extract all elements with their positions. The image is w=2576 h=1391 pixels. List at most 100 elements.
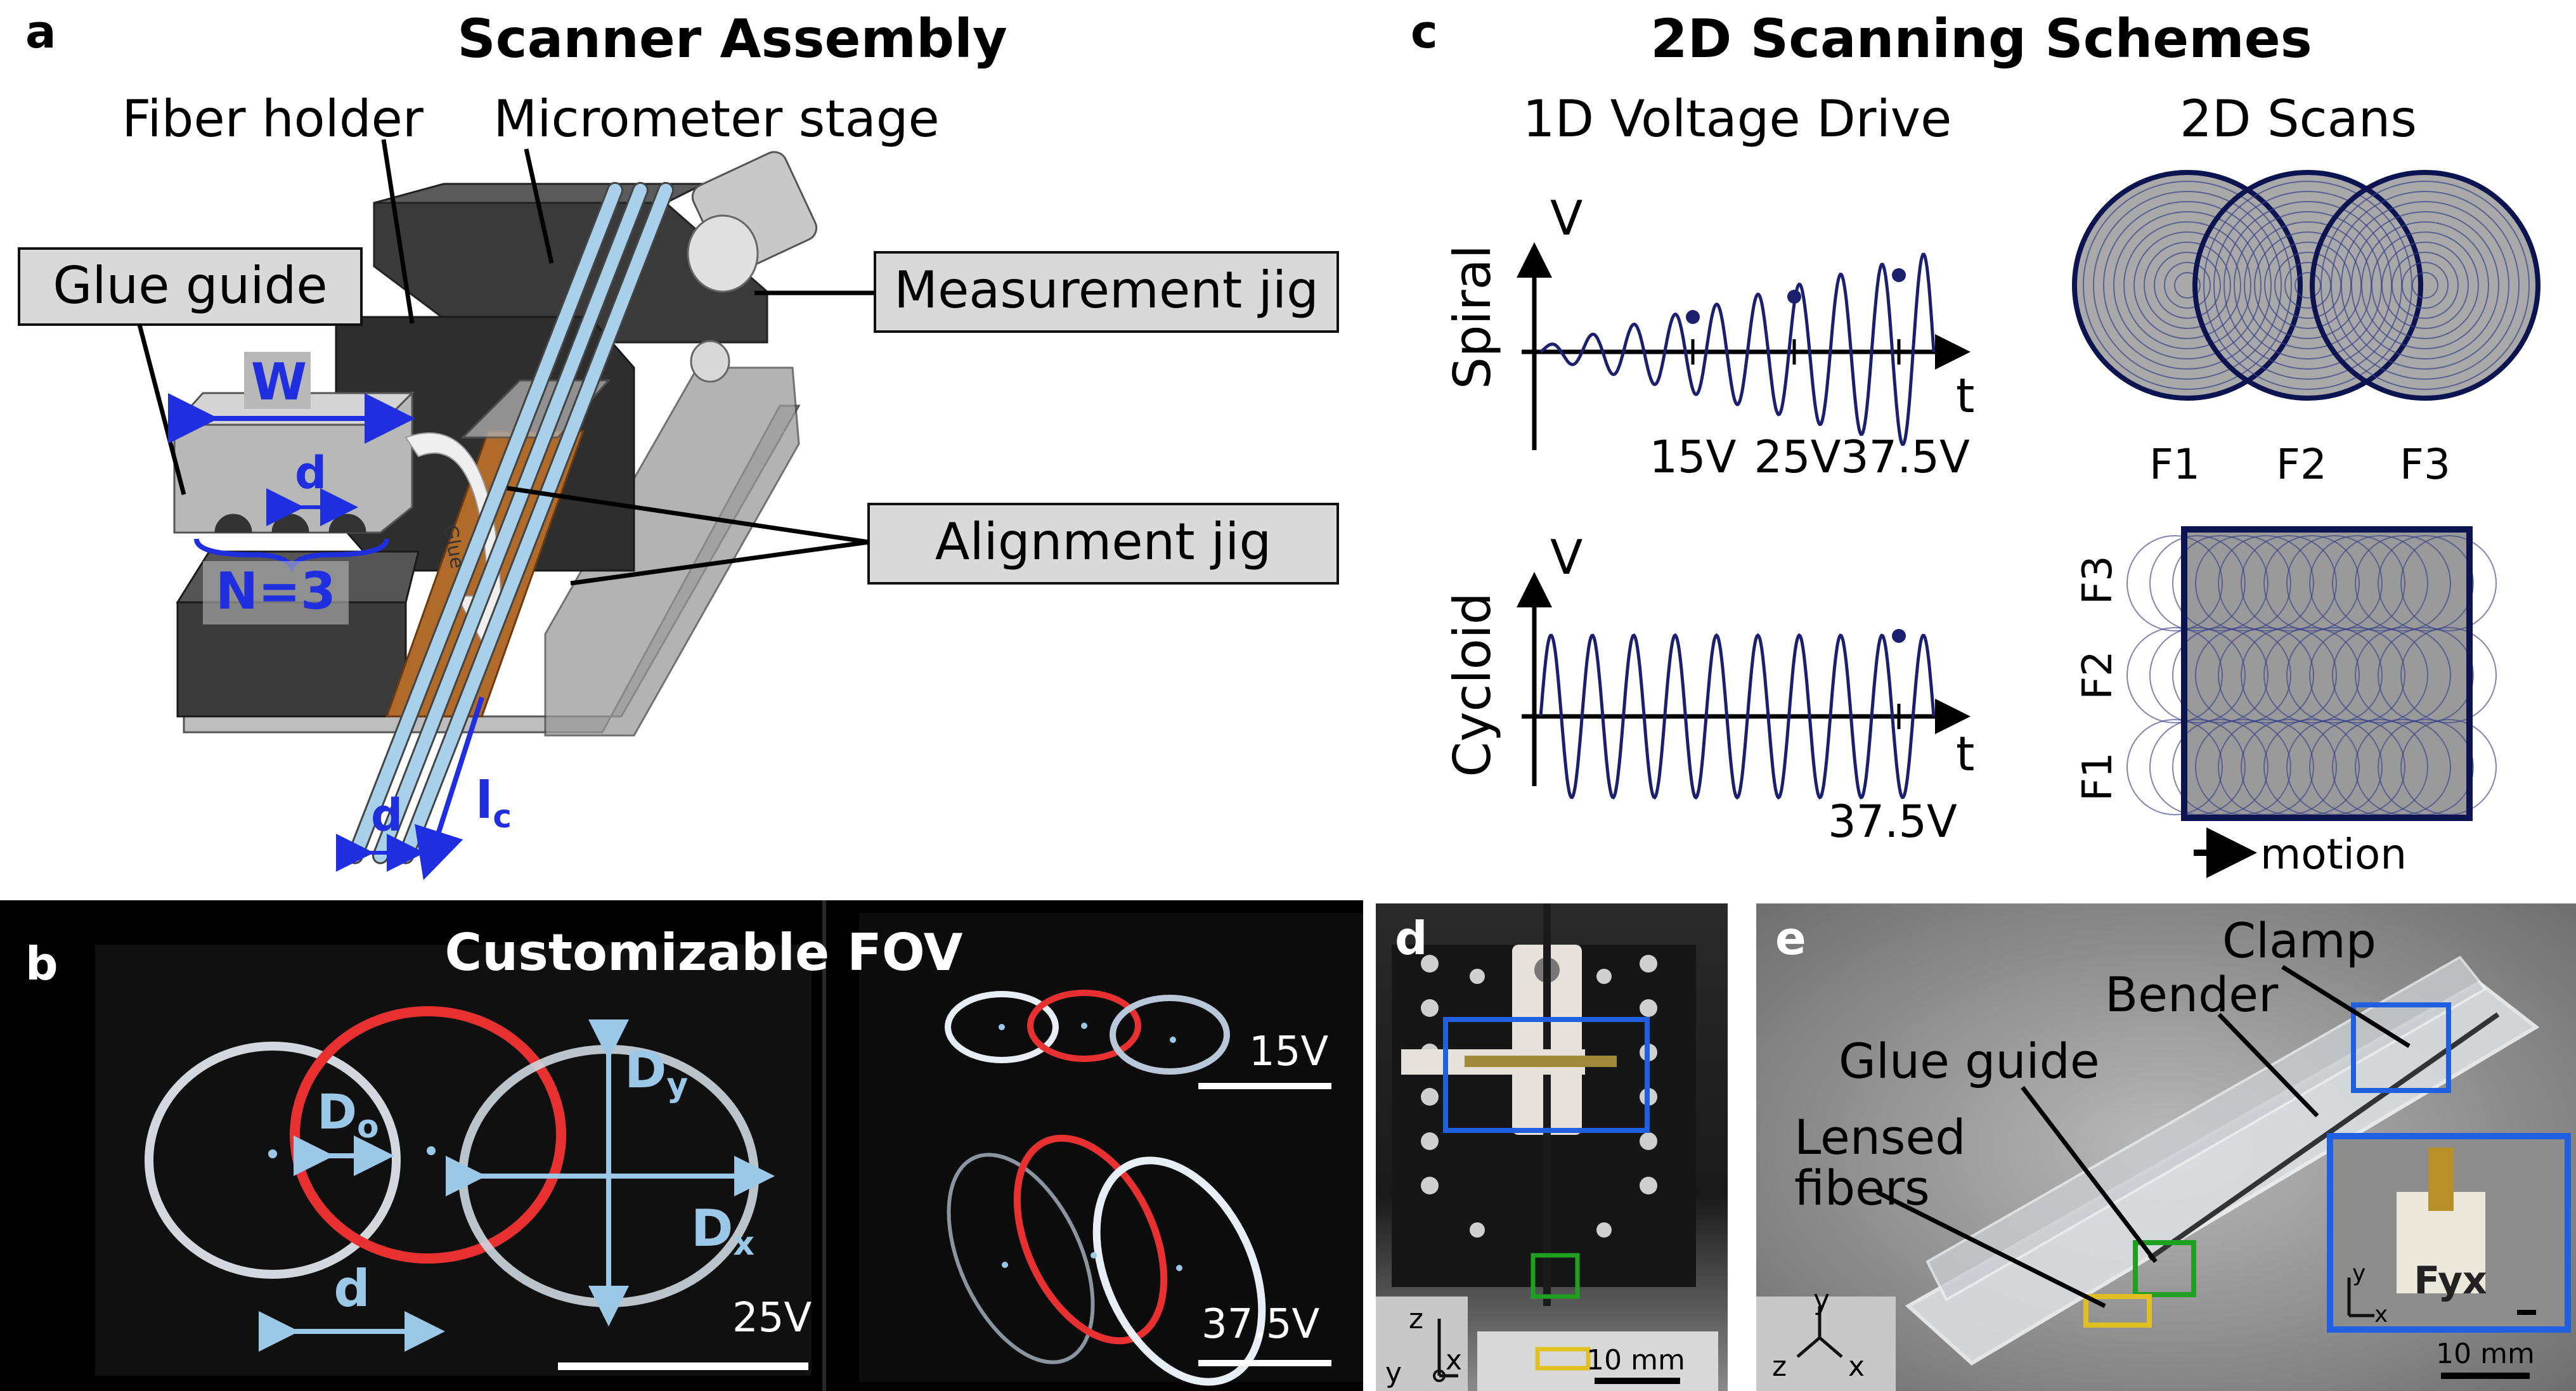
spiral-scan-ring [2144,242,2231,329]
panel-e: Fyx y x e Clamp Bender Glue guide Lensed… [1756,903,2576,1391]
small-ring-2 [1027,990,1141,1062]
cycloid-scan-ring [2241,535,2337,631]
spiral-scan-ring [2174,272,2201,299]
spiral-scan-ring [2341,201,2509,370]
cycloid-scan-ring [2126,627,2223,723]
spiral-scan-ring [2320,181,2530,390]
spacing-bottom-label: d [371,789,403,841]
count-label: N=3 [216,562,336,621]
cycloid-scan-ring [2241,627,2337,723]
inset-label: Fyx [2414,1258,2487,1303]
cycloid-plot: Cycloid V t 37.5V [1443,529,1974,848]
small-ring-3 [1110,995,1230,1075]
cycloid-scan-ring [2355,627,2451,723]
cycloid-scan-ring [2172,627,2269,723]
small-ring-1 [945,991,1059,1063]
spiral-scan-outline-1 [2072,170,2303,401]
focus-box-blue-d [1443,1017,1650,1133]
cycloid-scan-ring [2355,535,2451,631]
axis-y-d: y [1385,1357,1402,1389]
panel-d-letter: d [1395,912,1428,965]
cycloid-scan-ring [2149,627,2246,723]
spiral-scan-ring [2093,191,2282,380]
scale-e: 10 mm [2436,1338,2535,1370]
cycloid-scan-ring [2400,535,2497,631]
cycloid-scan-ring [2286,627,2383,723]
cycloid-scan-ring [2286,535,2383,631]
spiral-2d-scan: F1 F2 F3 [2072,170,2540,489]
bender-label: Bender [2105,966,2279,1023]
tilt-ring-3 [1092,1156,1266,1386]
panel-a-letter: a [25,5,56,58]
spiral-scan-outline-3 [2310,170,2540,401]
cycloid-scan-ring [2309,627,2405,723]
axis-z-e: z [1772,1350,1787,1383]
spiral-tick-1: 15V [1650,431,1737,483]
spiral-scan-ring [2331,191,2520,380]
cycloid-scan-frame [2181,526,2473,821]
measurement-jig-label-box [874,251,1339,333]
glue-guide-label-e: Glue guide [1839,1033,2100,1089]
axis-x-d: x [1446,1344,1462,1376]
cycloid-scan-ring [2400,627,2497,723]
cycloid-scan-ring [2309,535,2405,631]
optical-fibers [347,182,674,864]
spiral-scan-ring [2164,262,2211,309]
panel-c-letter: c [1411,5,1438,58]
cycloid-peak [1892,629,1906,643]
voltage-top: 15V [1249,1028,1328,1075]
dy-label: Dy [625,1040,688,1104]
spiral-scan-ring [2371,231,2479,339]
scale-d: 10 mm [1586,1344,1685,1376]
panel-c: c 2D Scanning Schemes 1D Voltage Drive 2… [1411,5,2540,879]
panel-b: b Customizable FOV Do Dy Dx d 25V 15V [0,900,1363,1391]
spiral-scan-outline-2 [2192,170,2423,401]
micrometer-knob [687,151,818,383]
cycloid-fiber-f3: F3 [2074,555,2121,605]
cycloid-scan-ring [2263,535,2360,631]
cycloid-scan-ring [2263,627,2360,723]
spiral-label: Spiral [1443,245,1502,389]
spiral-scan-field-3 [2314,174,2536,396]
spacing-label: d [295,447,327,499]
axis-y-e: y [1813,1284,1830,1316]
voltage-bottom: 37.5V [1201,1301,1320,1348]
inset-axis-x: x [2374,1302,2388,1328]
col-drive-heading: 1D Voltage Drive [1523,89,1952,148]
panel-b-title: Customizable FOV [444,923,962,982]
focus-box-green-e [2133,1240,2196,1297]
spiral-axis-v: V [1550,190,1582,246]
focus-box-blue-e [2351,1002,2451,1093]
panel-a-title: Scanner Assembly [457,8,1007,70]
width-label: W [251,353,307,411]
ring-center [290,1006,566,1264]
spiral-scan-ring [2351,211,2499,359]
spiral-scan-ring [2113,211,2262,359]
panel-c-title: 2D Scanning Schemes [1650,8,2312,70]
spiral-plot: Spiral V t 15V 25V 37.5V [1443,190,1974,483]
spiral-peak-2 [1787,290,1801,304]
cycloid-scan-ring [2218,535,2314,631]
clamp-label: Clamp [2222,912,2376,969]
cycloid-scan-ring [2195,627,2291,723]
spiral-tick-2: 25V [1754,431,1841,483]
spiral-peak-1 [1686,310,1700,324]
panel-e-letter: e [1775,912,1806,965]
measurement-jig-label: Measurement jig [894,261,1319,320]
spiral-scan-ring [2133,231,2241,339]
cycloid-2d-scan: F3 F2 F1 motion [2074,526,2497,879]
lensed-label-2: fibers [1794,1160,1930,1216]
overlap-label: Do [317,1084,379,1145]
spiral-fiber-3: F3 [2400,440,2450,489]
spiral-scan-ring [2392,252,2459,319]
focus-box-yellow-e [2083,1294,2152,1328]
alignment-jig-label: Alignment jig [935,512,1272,571]
cycloid-scan-ring [2126,719,2223,815]
spiral-scan-ring [2103,201,2272,370]
spiral-fiber-1: F1 [2149,440,2200,489]
cycloid-scan-ring [2378,535,2474,631]
distance-label: d [333,1259,370,1318]
spiral-scan-ring [2154,252,2221,319]
spiral-axis-t: t [1956,368,1974,424]
